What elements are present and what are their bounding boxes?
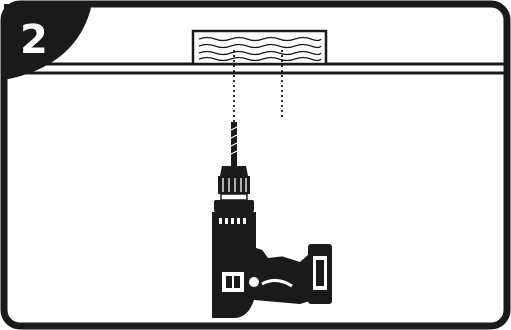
drill-bit-icon xyxy=(230,122,238,166)
step-badge: 2 xyxy=(4,4,92,80)
battery-icon xyxy=(308,244,332,304)
step-number: 2 xyxy=(20,17,48,63)
wood-joist-icon xyxy=(191,29,328,66)
drill-icon xyxy=(212,166,320,318)
